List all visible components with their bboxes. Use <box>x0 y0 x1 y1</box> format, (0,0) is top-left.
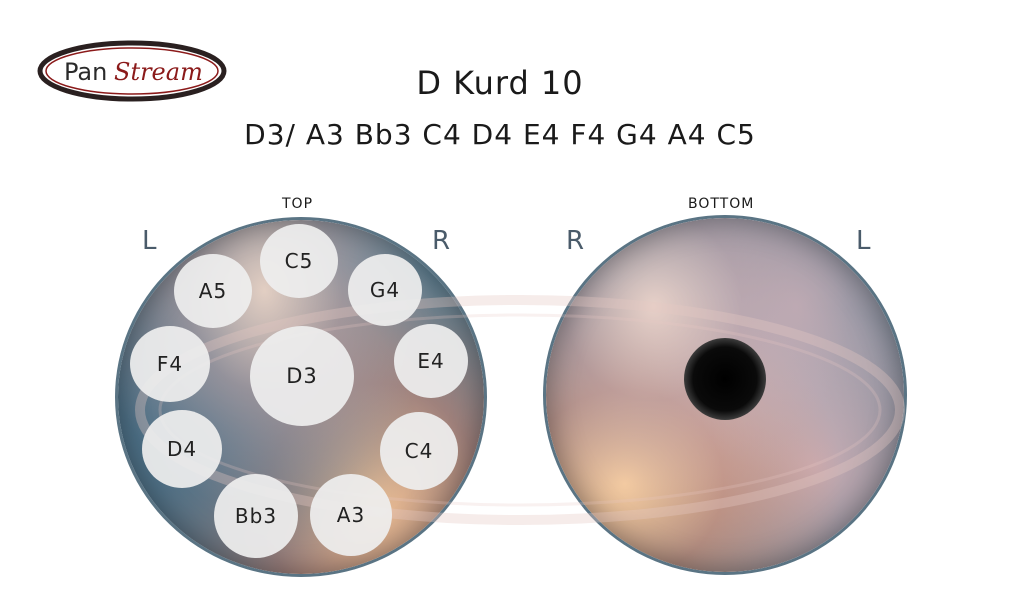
bottom-left-label: R <box>566 226 585 256</box>
top-right-label: R <box>432 226 451 256</box>
scale-notes: D3/ A3 Bb3 C4 D4 E4 F4 G4 A4 C5 <box>244 118 756 151</box>
panstream-logo: Pan Stream <box>36 40 228 102</box>
note-c4: C4 <box>380 412 458 490</box>
logo-text-stream: Stream <box>114 58 203 86</box>
logo-text-pan: Pan <box>64 58 107 86</box>
note-f4: F4 <box>130 326 210 402</box>
top-view-label: TOP <box>282 196 314 212</box>
note-d3-center: D3 <box>250 326 354 426</box>
bottom-port-hole <box>684 338 766 420</box>
note-c5: C5 <box>260 224 338 298</box>
bottom-view-label: BOTTOM <box>688 196 755 212</box>
note-e4: E4 <box>394 324 468 398</box>
note-d4: D4 <box>142 410 222 488</box>
scale-title: D Kurd 10 <box>416 64 584 102</box>
note-a5: A5 <box>174 254 252 328</box>
note-g4: G4 <box>348 254 422 326</box>
top-left-label: L <box>142 226 157 256</box>
bottom-right-label: L <box>856 226 871 256</box>
note-bb3: Bb3 <box>214 474 298 558</box>
note-a3: A3 <box>310 474 392 556</box>
